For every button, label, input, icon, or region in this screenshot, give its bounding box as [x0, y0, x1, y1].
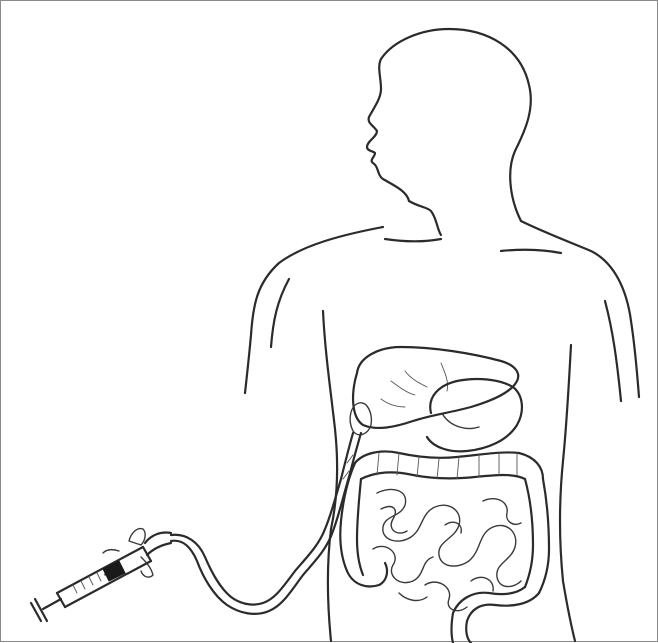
torso-outline [245, 221, 639, 641]
head-outline [367, 29, 531, 221]
small-intestine [373, 489, 521, 610]
gallbladder [350, 403, 371, 435]
large-intestine [340, 451, 549, 643]
syringe [31, 529, 171, 621]
neck-outline [385, 201, 441, 241]
liver [353, 347, 518, 428]
